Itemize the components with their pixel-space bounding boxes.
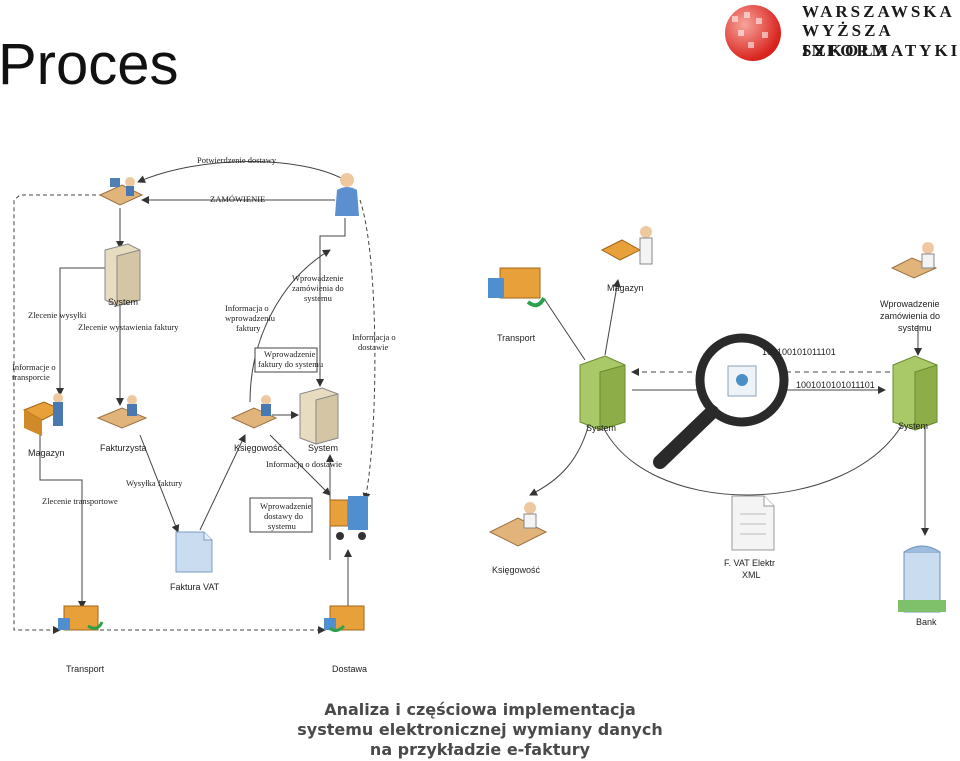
logo-sphere-icon [725, 5, 781, 61]
dashed-info-dostawie [359, 199, 376, 501]
label-right-transport: Transport [497, 333, 536, 343]
label-info-dostawie-1: Informacja o [352, 332, 396, 342]
bank-building-icon [898, 545, 946, 613]
label-wpr-zam-2: zamówienia do [292, 283, 344, 293]
left-diagram [13, 161, 376, 634]
arrow-to-magazyn [604, 279, 621, 356]
label-right-magazyn: Magazyn [607, 283, 644, 293]
process-diagram: Potwierdzenie dostawy ZAMÓWIENIE System … [12, 155, 946, 674]
label-info-dostawie-2: dostawie [358, 342, 388, 352]
label-potwierdzenie: Potwierdzenie dostawy [197, 155, 277, 165]
footer-caption: Analiza i częściowa implementacja system… [0, 700, 960, 760]
invoice-document-icon [175, 531, 213, 573]
arrow-to-ksiegowosc [529, 419, 591, 496]
right-accounting-icon [488, 502, 548, 547]
logo-line-1: WARSZAWSKA [802, 2, 955, 21]
left-labels: Potwierdzenie dostawy ZAMÓWIENIE System … [12, 155, 396, 674]
right-desk-person-icon [890, 242, 938, 279]
arrow-xml-arc [593, 412, 906, 496]
label-right-ksiegowosc: Księgowość [492, 565, 541, 575]
label-right-wpr-3: systemu [898, 323, 932, 333]
label-fakturzysta: Fakturzysta [100, 443, 147, 453]
label-info-fakt-2: wprowadzeniu [225, 313, 276, 323]
label-zlecenie-wysylki: Zlecenie wysyłki [28, 310, 87, 320]
label-dostawa: Dostawa [332, 664, 367, 674]
line-transport-system [544, 299, 586, 361]
arrow-info-dost [269, 434, 331, 496]
label-right-wpr-2: zamówienia do [880, 311, 940, 321]
label-info-dostawie-3: Informacja o dostawie [266, 459, 342, 469]
magnifying-glass-icon [653, 333, 789, 469]
school-logo: WARSZAWSKA WYŻSZA SZKOŁA INFORMATYKI [718, 0, 958, 64]
footer-line-2: systemu elektronicznej wymiany danych [297, 720, 663, 739]
arrow-wpr-zam [316, 218, 346, 387]
label-wpr-zam-1: Wprowadzenie [292, 273, 344, 283]
label-system-2: System [308, 443, 338, 453]
left-icons [22, 173, 368, 633]
logo-line-3: INFORMATYKI [802, 41, 960, 60]
delivery-truck-icon [324, 605, 365, 633]
label-wysylka: Wysyłka faktury [126, 478, 183, 488]
arrow-zlecenie-transportowe [39, 425, 86, 609]
label-info-transport-2: transporcie [12, 372, 50, 382]
label-zlecenie-wystawienia: Zlecenie wystawienia faktury [78, 322, 179, 332]
arrow-info-faktury [249, 249, 331, 403]
label-transport: Transport [66, 664, 105, 674]
right-server-right-icon [892, 355, 938, 431]
arrow-wysylka-1 [139, 434, 180, 533]
right-labels: Transport Magazyn Wprowadzenie zamówieni… [492, 283, 940, 627]
label-info-transport-1: Informacje o [12, 362, 56, 372]
label-right-wpr-1: Wprowadzenie [880, 299, 940, 309]
right-icons [488, 226, 946, 613]
arrow-zlecenie-wysylki [56, 267, 105, 396]
logo-line-2: WYŻSZA SZKOŁA [802, 21, 893, 60]
label-wpr-dost-1: Wprowadzenie [260, 501, 312, 511]
right-transport-truck-icon [488, 267, 546, 308]
label-zlecenie-transportowe: Zlecenie transportowe [42, 496, 118, 506]
label-wpr-fakt-1: Wprowadzenie [264, 349, 316, 359]
label-binary-2: 1001010101011101 [796, 380, 875, 390]
label-faktura-vat: Faktura VAT [170, 582, 220, 592]
footer-line-3: na przykładzie e-faktury [369, 740, 591, 759]
forklift-icon [329, 496, 368, 540]
transport-truck-icon [58, 605, 104, 631]
label-system: System [108, 297, 138, 307]
callout-wpr-dostawy [249, 497, 313, 533]
label-info-fakt-3: faktury [236, 323, 261, 333]
label-wpr-fakt-2: faktury do systemu [258, 359, 324, 369]
label-fvat-1: F. VAT Elektr [724, 558, 775, 568]
label-wpr-zam-3: systemu [304, 293, 333, 303]
label-zamowienie: ZAMÓWIENIE [210, 194, 265, 204]
callout-wpr-faktury [254, 347, 318, 373]
warehouse-icon [22, 393, 64, 436]
arrow-potwierdzenie [137, 161, 346, 183]
accounting-icon [230, 395, 278, 429]
label-right-system-right: System [898, 421, 928, 431]
label-ksiegowosc: Księgowość [234, 443, 283, 453]
arrow-wysylka-2 [199, 434, 246, 531]
customer-person-icon [335, 173, 359, 216]
label-wpr-dost-3: systemu [268, 521, 297, 531]
slide-title: Proces [0, 32, 179, 97]
label-bank: Bank [916, 617, 937, 627]
dashed-loop-left [13, 194, 110, 634]
office-desk-icon [98, 177, 144, 206]
label-magazyn: Magazyn [28, 448, 65, 458]
xml-document-icon [731, 495, 775, 551]
footer-line-1: Analiza i częściowa implementacja [324, 700, 636, 719]
label-info-fakt-1: Informacja o [225, 303, 269, 313]
label-fvat-2: XML [742, 570, 761, 580]
right-server-left-icon [579, 355, 626, 431]
label-wpr-dost-2: dostawy do [264, 511, 303, 521]
server-icon-2 [299, 387, 339, 445]
right-warehouse-icon [600, 226, 653, 265]
label-binary-1: 100100101011101 [762, 347, 836, 357]
server-icon [104, 243, 141, 307]
label-right-system-left: System [586, 423, 616, 433]
invoicing-clerk-icon [96, 395, 148, 429]
